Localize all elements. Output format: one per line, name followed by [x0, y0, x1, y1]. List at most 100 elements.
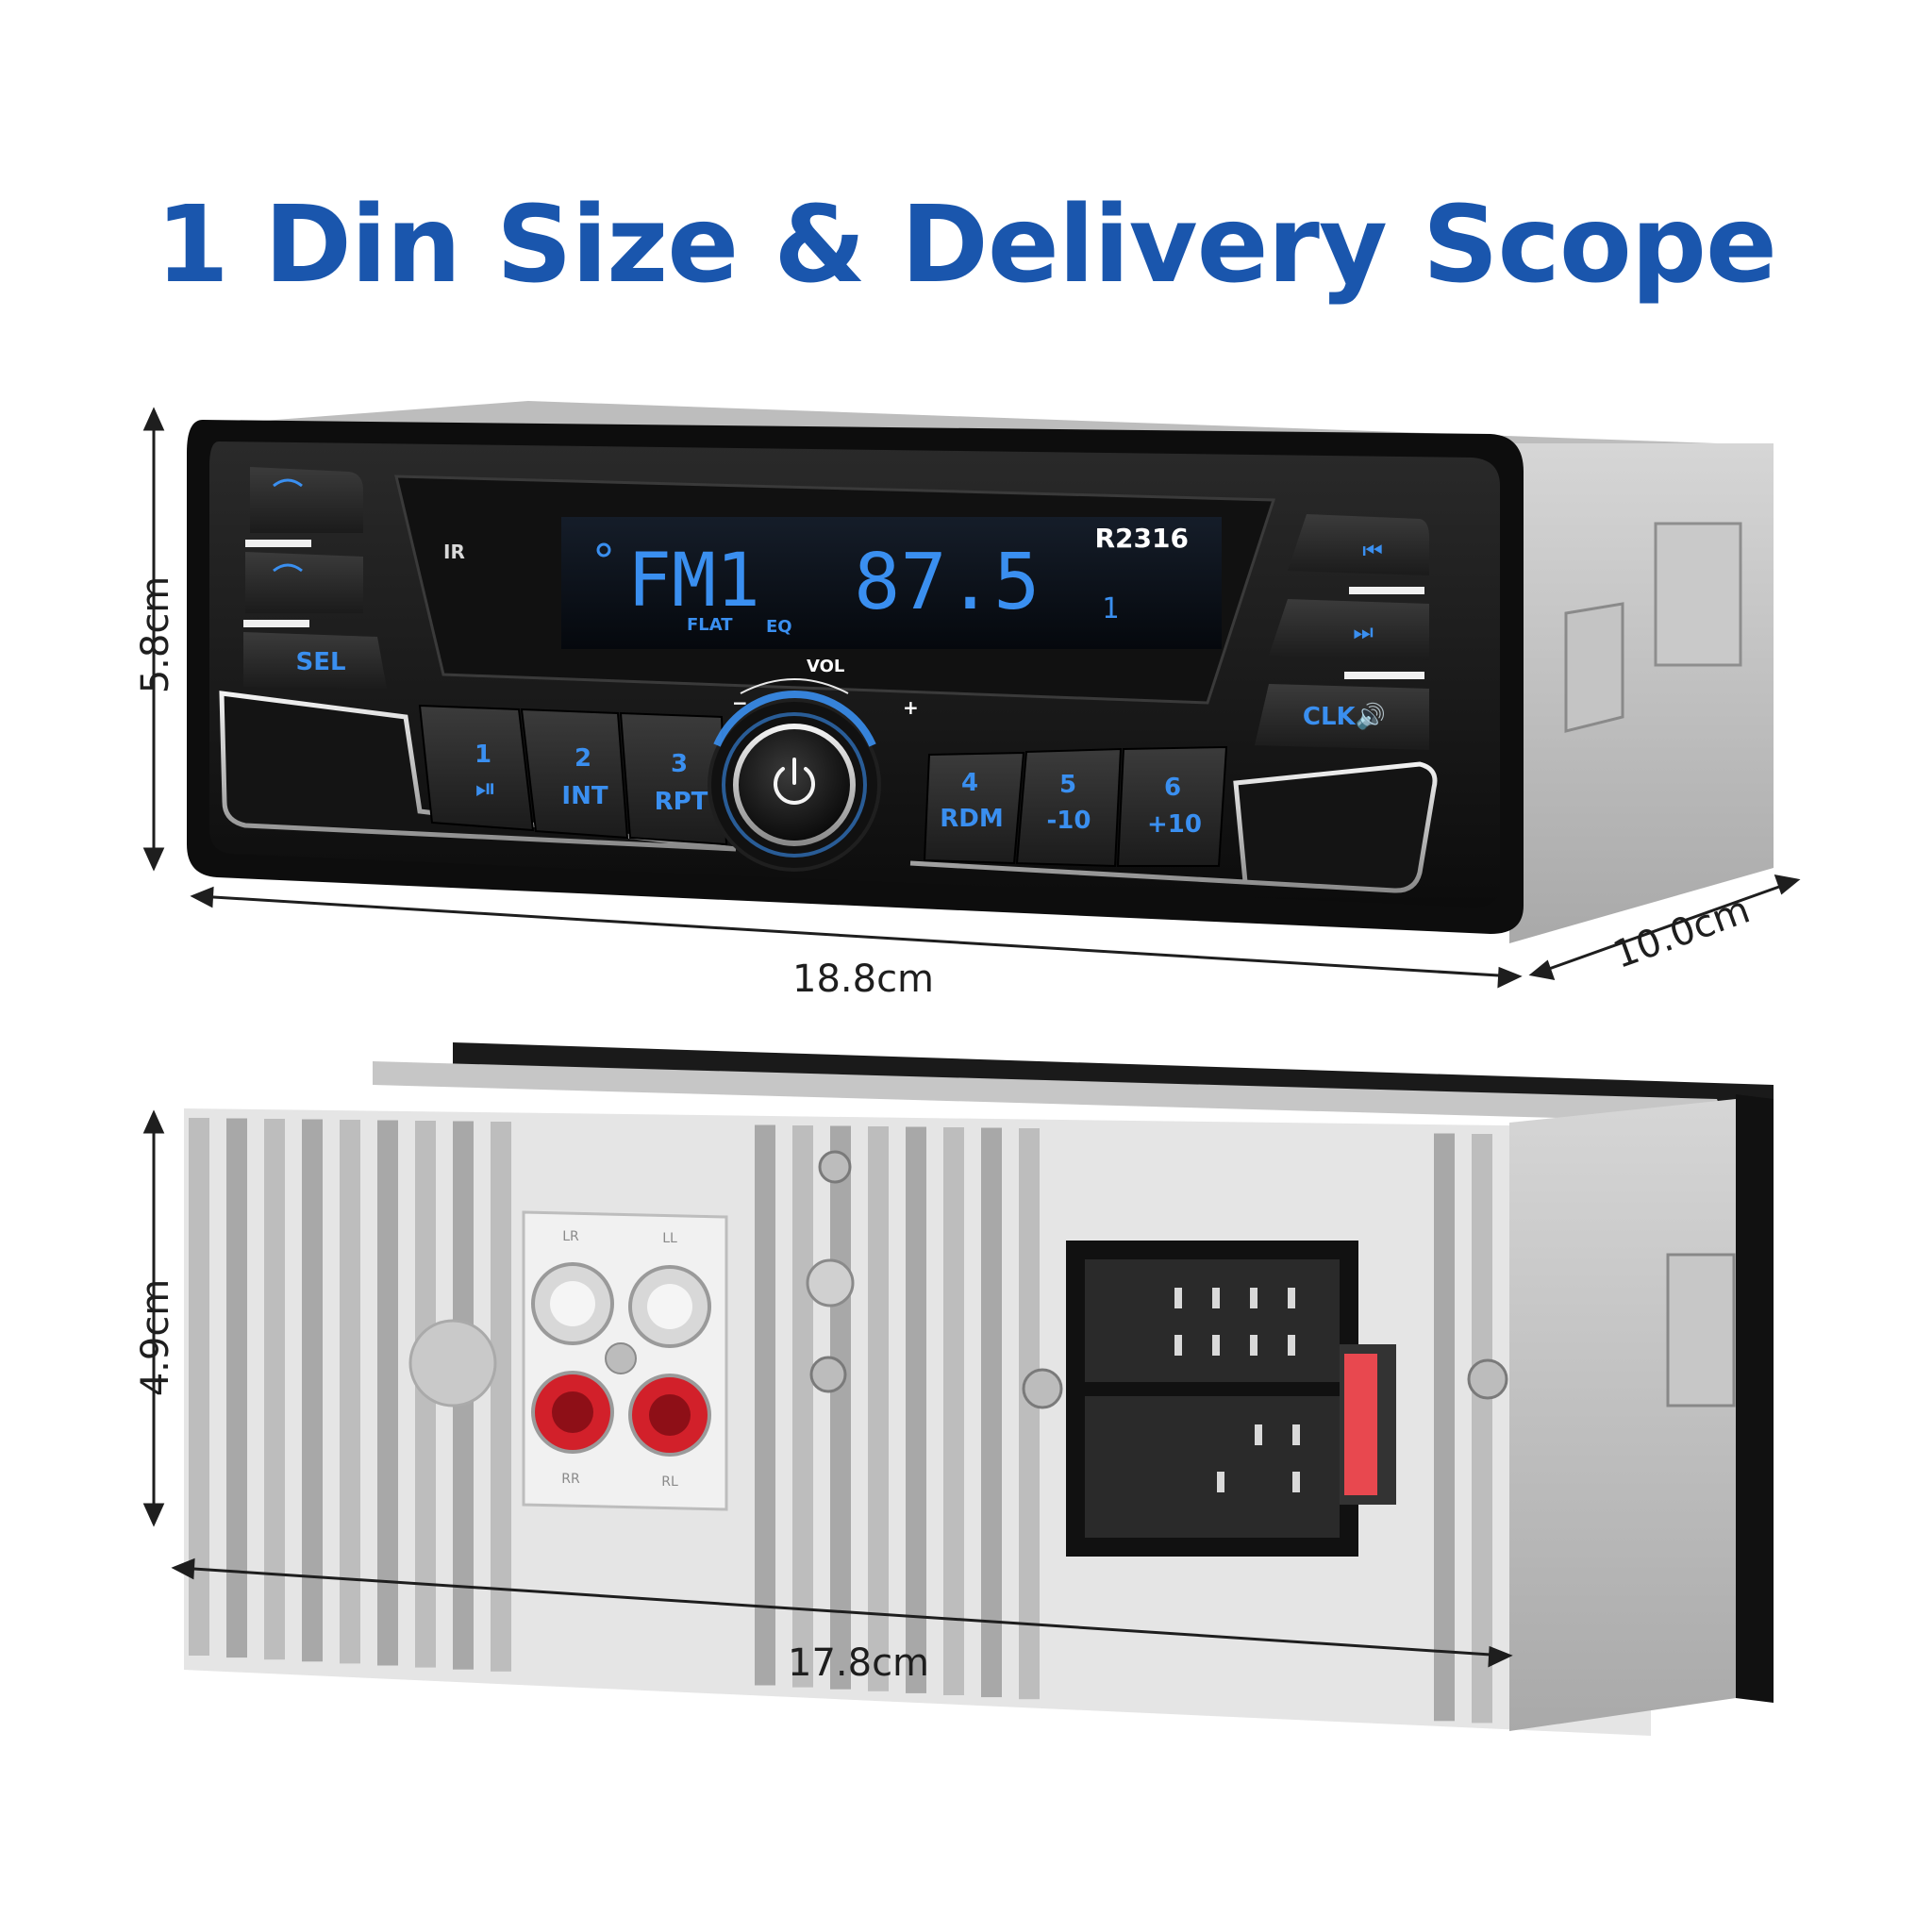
heatsink-fin: [377, 1120, 398, 1666]
lcd-frequency: 87.5: [854, 538, 1040, 627]
heatsink-fin: [981, 1127, 1002, 1698]
arrowhead: [142, 1109, 165, 1134]
vol-minus-label: −: [732, 691, 748, 714]
preset-button-3[interactable]: [619, 711, 728, 846]
connector-pin: [1292, 1472, 1300, 1492]
vol-label: VOL: [807, 657, 844, 676]
connector-pin: [1250, 1335, 1257, 1356]
lcd-channel: 1: [1102, 592, 1119, 625]
screw-icon: [818, 1150, 852, 1184]
dim-rear-height: 4.9cm: [134, 1278, 177, 1397]
preset-6-function: +10: [1147, 810, 1202, 839]
rca-label-lr: LR: [562, 1229, 579, 1244]
heatsink-fin: [1019, 1128, 1040, 1700]
antenna-socket[interactable]: [408, 1319, 497, 1407]
connector-pin: [1174, 1335, 1182, 1356]
left-button-1[interactable]: [250, 467, 363, 533]
volume-arc: [740, 678, 849, 694]
screw-icon: [1022, 1368, 1063, 1409]
left-button-2-indicator: [243, 620, 309, 627]
preset-buttons: [418, 704, 1228, 868]
heatsink-fin: [906, 1126, 926, 1693]
dim-rear-width: 17.8cm: [788, 1641, 930, 1685]
rear-unit: LR LL RR RL: [184, 1042, 1774, 1736]
heatsink-fin: [755, 1124, 775, 1686]
heatsink-fin: [1472, 1134, 1492, 1724]
right-button-prev-label: ⏮: [1362, 538, 1383, 564]
dim-line-front-width: [197, 894, 1515, 978]
left-button-1-icon: [273, 478, 303, 488]
left-button-3-label: SEL: [295, 648, 345, 676]
heatsink-fin: [340, 1120, 360, 1664]
preset-1-number: 1: [475, 741, 491, 769]
right-button-next-label: ⏭: [1353, 619, 1374, 645]
lcd-band: FM1: [627, 539, 760, 624]
connector-pin: [1212, 1288, 1220, 1308]
dimension-lines: [142, 407, 1801, 1668]
preset-button-4[interactable]: [923, 751, 1025, 865]
vol-plus-label: +: [903, 696, 919, 719]
right-button-clk[interactable]: [1255, 684, 1429, 750]
aux-socket[interactable]: [806, 1258, 855, 1307]
heatsink-fin: [491, 1122, 511, 1672]
arrowhead: [1488, 1645, 1513, 1668]
preset-4-function: RDM: [940, 805, 1003, 833]
lcd-eq-label-1: FLAT: [687, 615, 733, 635]
arrowhead: [1774, 874, 1801, 895]
right-button-next-indicator: [1344, 672, 1424, 679]
right-button-next[interactable]: [1269, 599, 1429, 660]
dim-line-depth: [1535, 880, 1793, 975]
fuse: [1344, 1354, 1377, 1495]
rca-jack-rl[interactable]: [628, 1374, 711, 1457]
preset-1-function: ⏯: [475, 773, 496, 804]
dim-line-rear-width: [178, 1566, 1506, 1657]
preset-5-number: 5: [1059, 771, 1076, 799]
left-button-3[interactable]: [243, 632, 387, 689]
rear-side-panel: [1509, 1099, 1736, 1731]
arrowhead: [1528, 959, 1556, 980]
rca-jack-rr[interactable]: [531, 1371, 614, 1454]
rear-faceplate-edge: [1736, 1094, 1774, 1703]
heatsink-fin: [792, 1125, 813, 1688]
connector-pin: [1250, 1288, 1257, 1308]
preset-button-6[interactable]: [1116, 745, 1228, 867]
arrowhead: [142, 847, 165, 872]
front-labels: IR R2316 FM1 87.5 1 FLAT EQ VOL − + 1 ⏯ …: [443, 523, 1202, 839]
heatsink-fin: [264, 1119, 285, 1660]
iso-connector-pins: [1174, 1288, 1300, 1492]
preset-button-2[interactable]: [520, 708, 629, 840]
screw-icon: [809, 1356, 847, 1393]
arrowhead: [142, 407, 165, 431]
preset-4-number: 4: [961, 769, 978, 797]
rca-label-ll: LL: [662, 1231, 677, 1246]
left-button-2[interactable]: [245, 552, 363, 613]
volume-knob-light: [722, 712, 867, 858]
rear-side-tab: [1666, 1253, 1736, 1407]
rca-jack-lr[interactable]: [531, 1262, 614, 1345]
preset-6-number: 6: [1164, 774, 1181, 802]
heatsink-fin: [302, 1119, 323, 1662]
connector-pin: [1174, 1288, 1182, 1308]
preset-button-1[interactable]: [418, 704, 535, 832]
rca-label-rr: RR: [561, 1472, 580, 1487]
lcd-screen: [561, 517, 1222, 649]
lcd-eq-label-2: EQ: [766, 617, 792, 637]
rca-jack-ll[interactable]: [628, 1265, 711, 1348]
connector-pin: [1212, 1335, 1220, 1356]
preset-button-5[interactable]: [1015, 747, 1123, 868]
right-button-clk-label: CLK🔊: [1303, 701, 1386, 731]
rca-screw-icon: [605, 1342, 637, 1374]
preset-5-function: -10: [1047, 807, 1091, 835]
heatsink-fin: [189, 1118, 209, 1656]
right-button-prev[interactable]: [1288, 514, 1429, 575]
dim-front-height: 5.8cm: [134, 575, 177, 694]
connector-pin: [1292, 1424, 1300, 1445]
bluetooth-indicator-icon: [596, 542, 611, 558]
iso-connector-top-block: [1085, 1259, 1340, 1382]
front-unit: SEL ⏮ ⏭ CLK🔊 I: [187, 401, 1774, 943]
rear-top-panel: [373, 1061, 1726, 1123]
arrowhead: [190, 886, 214, 908]
model-label: R2316: [1095, 523, 1190, 554]
connector-pin: [1288, 1288, 1295, 1308]
